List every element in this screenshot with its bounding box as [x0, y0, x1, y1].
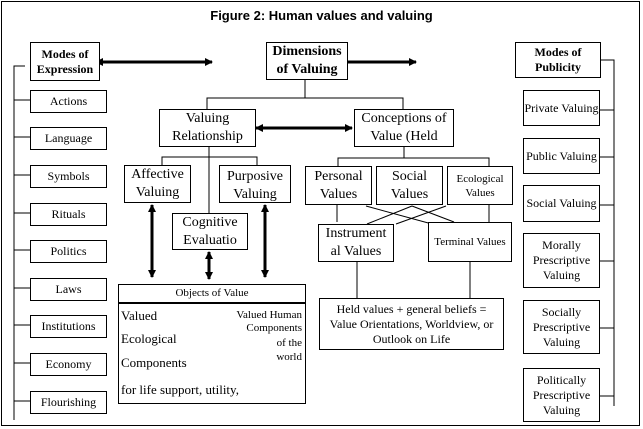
objects-of-value-header: Objects of Value	[118, 284, 306, 304]
expression-item-symbols: Symbols	[30, 165, 107, 188]
dimensions-of-valuing-box: Dimensions of Valuing	[266, 42, 348, 80]
publicity-item-morally-prescriptive: Morally Prescriptive Valuing	[523, 233, 600, 288]
expression-item-politics: Politics	[30, 240, 107, 263]
modes-of-expression-box: Modes of Expression	[30, 42, 100, 81]
objects-left-line-4: for life support, utility,	[121, 382, 239, 397]
tree-conceptions	[337, 147, 490, 166]
cognitive-evaluation-box: Cognitive Evaluatio	[172, 213, 248, 250]
publicity-item-social: Social Valuing	[523, 185, 600, 222]
left-branches	[14, 99, 30, 402]
expression-item-economy: Economy	[30, 353, 107, 376]
figure-title: Figure 2: Human values and valuing	[210, 8, 433, 23]
held-values-result-box: Held values + general beliefs = Value Or…	[319, 298, 504, 350]
objects-right-line-1: Valued Human	[236, 309, 302, 321]
publicity-item-socially-prescriptive: Socially Prescriptive Valuing	[523, 300, 600, 354]
ecological-values-box: Ecological Values	[447, 166, 513, 205]
modes-of-publicity-box: Modes of Publicity	[515, 42, 601, 78]
publicity-item-public: Public Valuing	[523, 138, 600, 174]
objects-right-line-3: of the	[276, 337, 302, 349]
objects-left-line-3: Components	[121, 355, 187, 370]
left-spine	[13, 65, 25, 420]
purposive-valuing-box: Purposive Valuing	[219, 165, 291, 203]
objects-left-line-2: Ecological	[121, 331, 177, 346]
publicity-item-politically-prescriptive: Politically Prescriptive Valuing	[523, 368, 600, 422]
objects-right-line-4: world	[276, 351, 302, 363]
tree-valuing	[161, 147, 258, 213]
affective-valuing-box: Affective Valuing	[124, 165, 191, 203]
valuing-relationship-box: Valuing Relationship	[159, 109, 256, 147]
expression-item-rituals: Rituals	[30, 203, 107, 226]
expression-item-flourishing: Flourishing	[30, 391, 107, 414]
objects-right-line-2: Components	[246, 322, 302, 334]
objects-left-line-1: Valued	[121, 308, 158, 323]
instrumental-values-box: Instrument al Values	[318, 224, 394, 262]
publicity-item-private: Private Valuing	[523, 90, 600, 126]
personal-values-box: Personal Values	[305, 166, 372, 205]
objects-of-value-box	[118, 284, 306, 404]
right-spine	[600, 59, 615, 406]
expression-item-laws: Laws	[30, 278, 107, 301]
tree-dimensions	[206, 80, 404, 109]
cross-lines	[336, 205, 490, 298]
conceptions-of-value-box: Conceptions of Value (Held	[354, 109, 454, 147]
terminal-values-box: Terminal Values	[428, 222, 512, 262]
social-values-box: Social Values	[376, 166, 443, 205]
right-branches	[600, 109, 614, 397]
expression-item-actions: Actions	[30, 90, 107, 113]
expression-item-language: Language	[30, 127, 107, 150]
expression-item-institutions: Institutions	[30, 315, 107, 338]
